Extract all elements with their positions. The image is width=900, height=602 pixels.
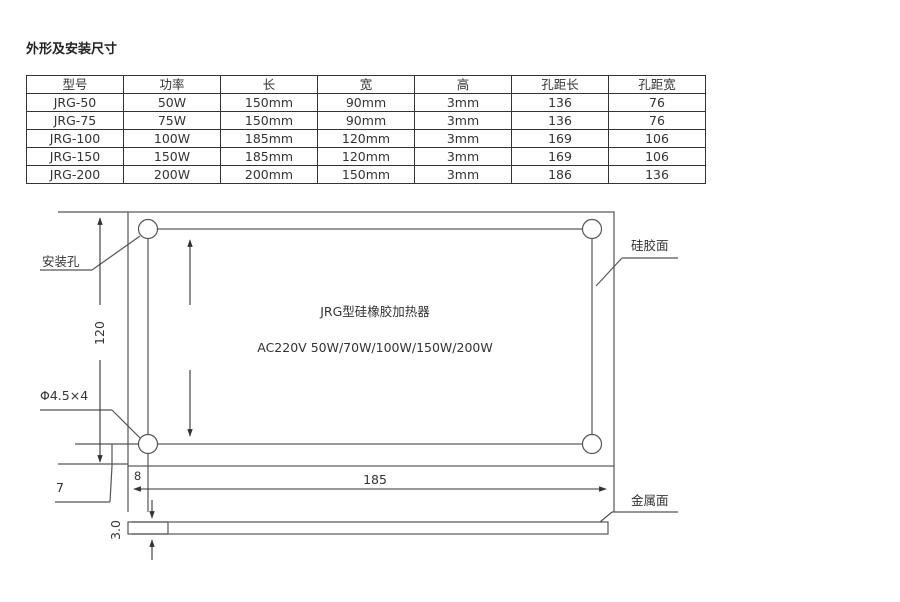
label-silicone-face: 硅胶面: [631, 238, 669, 253]
header-hole-length: 孔距长: [511, 75, 609, 94]
table-cell: 200mm: [220, 165, 318, 184]
section-title: 外形及安装尺寸: [26, 42, 118, 57]
table-cell: 185mm: [220, 129, 318, 148]
table-row: JRG-50 50W 150mm 90mm 3mm 136 76: [26, 93, 706, 112]
hole-frame: [147, 228, 593, 445]
mount-hole-bottom-right: [581, 433, 603, 455]
table-cell: JRG-50: [26, 93, 124, 112]
label-mount-hole: 安装孔: [42, 254, 80, 269]
table-cell: 200W: [123, 165, 221, 184]
dim-offset-8-label: 8: [134, 469, 141, 483]
mount-hole-top-left: [137, 218, 159, 240]
mount-hole-top-right: [581, 218, 603, 240]
table-header-row: 型号 功率 长 宽 高 孔距长 孔距宽: [26, 75, 706, 94]
table-row: JRG-200 200W 200mm 150mm 3mm 186 136: [26, 165, 706, 184]
dim-height-label: 120: [92, 321, 107, 345]
table-cell: 186: [511, 165, 609, 184]
table-row: JRG-75 75W 150mm 90mm 3mm 136 76: [26, 111, 706, 130]
table-cell: 150mm: [317, 165, 415, 184]
table-cell: 150mm: [220, 93, 318, 112]
product-spec: AC220V 50W/70W/100W/150W/200W: [257, 340, 492, 355]
dim-thickness-label: 3.0: [108, 520, 123, 540]
table-cell: 136: [511, 111, 609, 130]
table-cell: 3mm: [414, 165, 512, 184]
dim-offset-7-label: 7: [56, 480, 64, 495]
side-view: [127, 521, 609, 535]
spec-table: 型号 功率 长 宽 高 孔距长 孔距宽 JRG-50 50W 150mm 90m…: [26, 75, 706, 184]
table-cell: 136: [608, 165, 706, 184]
dim-hole-label: Φ4.5×4: [40, 388, 88, 403]
product-name: JRG型硅橡胶加热器: [319, 304, 430, 319]
table-cell: JRG-200: [26, 165, 124, 184]
mount-hole-bottom-left: [137, 433, 159, 455]
label-metal-face: 金属面: [631, 493, 669, 508]
table-cell: 100W: [123, 129, 221, 148]
header-power: 功率: [123, 75, 221, 94]
table-cell: 106: [608, 147, 706, 166]
dim-length-label: 185: [363, 472, 387, 487]
table-cell: JRG-75: [26, 111, 124, 130]
heater-outline: [127, 211, 615, 467]
